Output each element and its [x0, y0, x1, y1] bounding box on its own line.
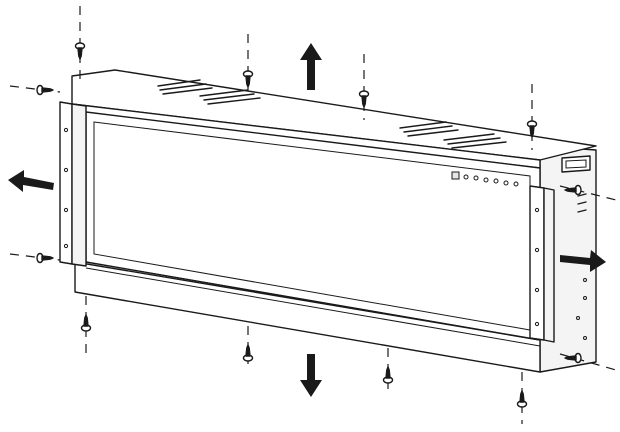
direction-arrows [8, 43, 606, 397]
screws [36, 42, 582, 408]
screw-icon [516, 390, 528, 408]
screw-icon [382, 366, 394, 384]
arrow-up-icon [300, 43, 322, 90]
side-details [561, 155, 591, 340]
screw-icon [74, 42, 86, 60]
arrow-left-icon [8, 170, 54, 192]
arrow-right-icon [560, 250, 606, 272]
screw-icon [564, 184, 582, 196]
mounting-bracket-left [59, 101, 87, 267]
screw-icon [242, 70, 254, 88]
screw-icon [564, 352, 582, 364]
screw-icon [80, 314, 92, 332]
screw-icon [242, 344, 254, 362]
mounting-bracket-right [529, 185, 555, 343]
screw-icon [526, 120, 538, 138]
arrow-down-icon [300, 354, 322, 397]
top-vents [157, 79, 507, 149]
screw-icon [36, 252, 54, 264]
fireplace-housing [71, 69, 597, 373]
control-panel [451, 171, 519, 187]
screw-icon [36, 84, 54, 96]
screw-icon [358, 90, 370, 108]
bracket-holes [63, 127, 540, 327]
